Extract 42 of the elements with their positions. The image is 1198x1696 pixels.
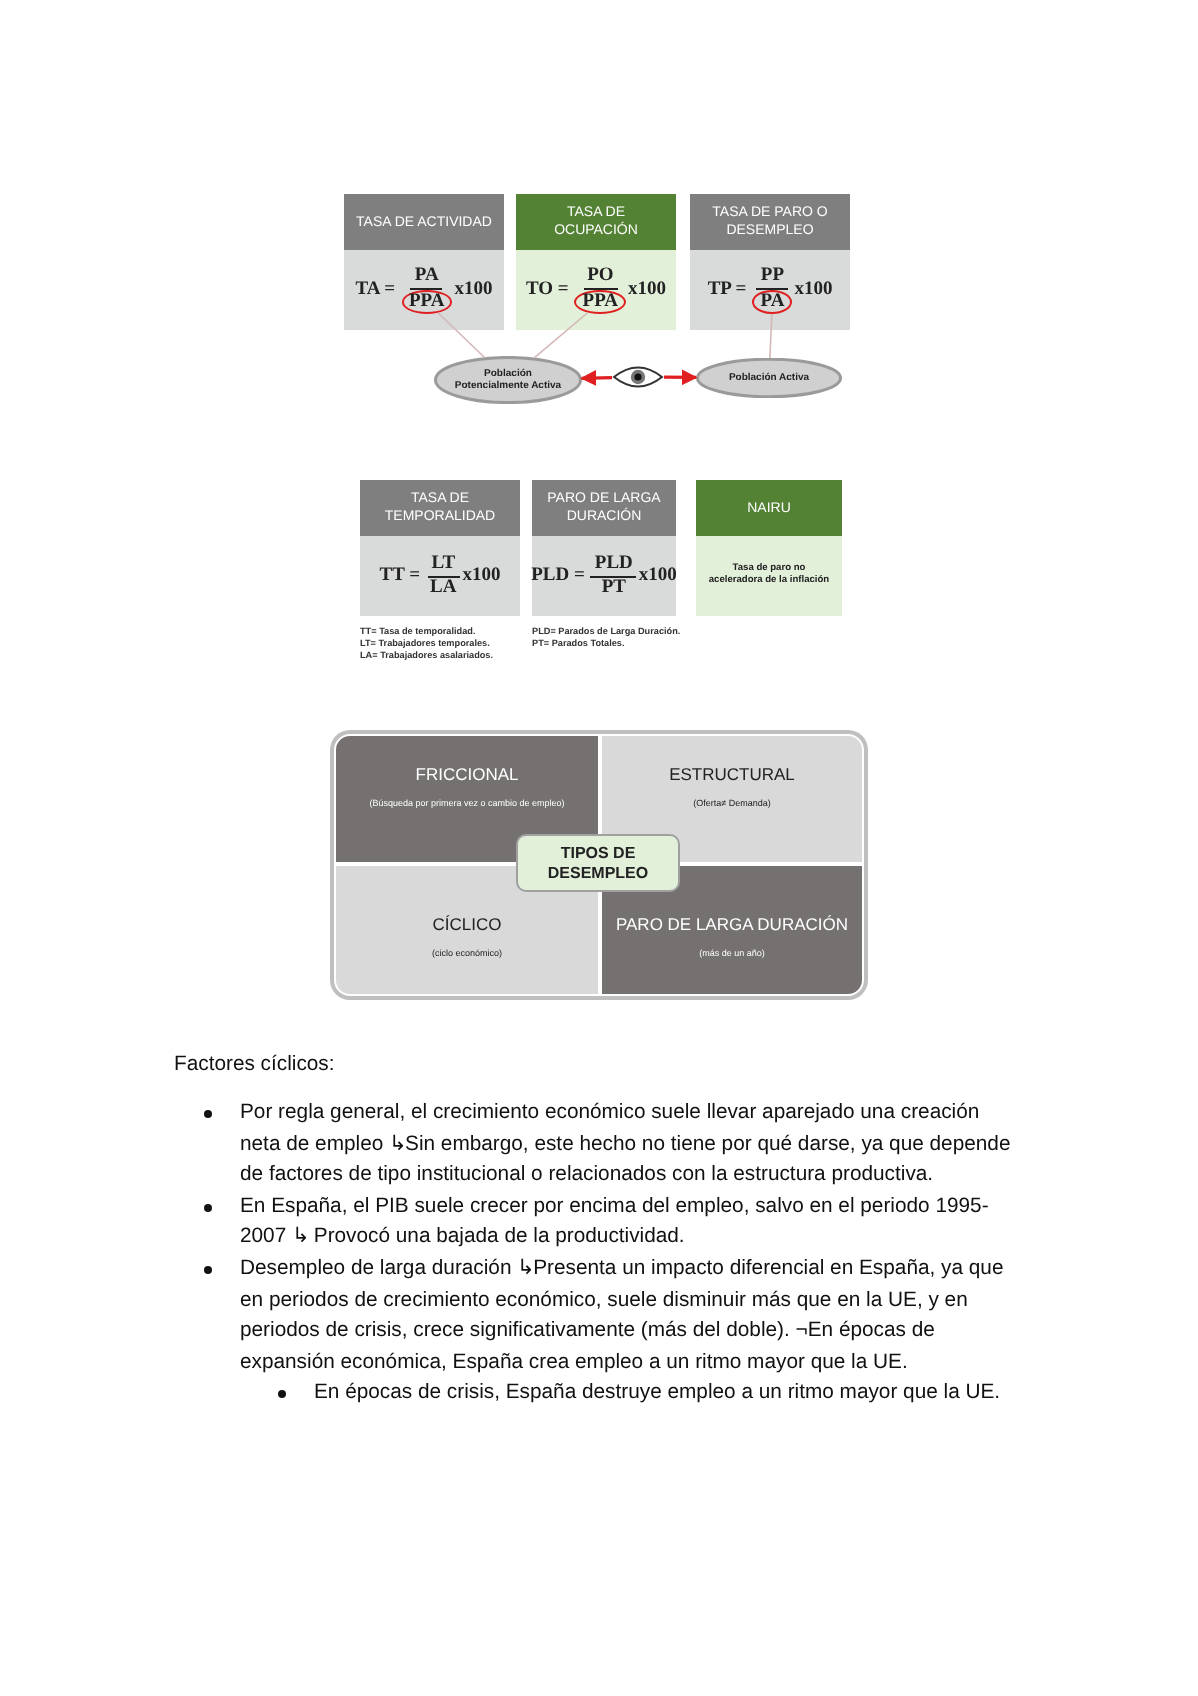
numerator: PA [410,266,443,290]
formula-text: x100 [462,566,501,586]
formula-text: PLD = [531,566,585,586]
formula-card [360,480,520,616]
formula-text: x100 [454,280,493,300]
section-heading: Factores cíclicos: [174,1052,335,1080]
circled-term: PA [752,290,793,314]
panel-title: ESTRUCTURAL [669,764,795,786]
leader-line [437,312,486,359]
denominator: PT [599,577,628,599]
leader-line [769,313,773,359]
numerator: LT [427,553,460,577]
circled-term: PPA [574,290,627,314]
formula-card [516,194,676,330]
formula-text: TA = [355,280,395,300]
formula-card [532,480,676,616]
bullet-text: Desempleo de larga duración ↳Presenta un impacto diferencial en España, ya que en periodos de crecimiento económico, suele disminuir más que en la UE, y en periodos de crisis, crece significativamente (más del doble). ¬En épocas de expansión económica, España crea empleo a un ritmo mayor que la UE. [240,1255,1006,1378]
formula-card [690,194,850,330]
center-label: TIPOS DE DESEMPLEO [516,834,680,892]
formula-text: x100 [628,280,667,300]
formula-text: x100 [794,280,833,300]
formula-text: x100 [638,566,677,586]
eye-icon [612,364,664,390]
panel-title: FRICCIONAL [415,764,519,786]
formula-text: TT = [379,566,421,586]
numerator: PLD [590,553,637,577]
arrow [664,369,698,386]
numerator: PP [756,266,788,290]
leader-line [533,311,589,359]
bullet-text: Por regla general, el crecimiento económico suele llevar aparejado una creación neta de empleo ↳Sin embargo, este hecho no tiene por qué darse, ya que depende de factores de tipo institucional o relacionados con la estructura productiva. [240,1100,1013,1191]
denominator: LA [428,577,459,599]
numerator: PO [583,266,618,290]
circled-term: PPA [401,290,453,314]
formula-text: TP = [707,280,747,300]
bullet-text: En épocas de crisis, España destruye empleo a un ritmo mayor que la UE. [314,1380,1003,1409]
formula-card [344,194,504,330]
panel-title: CÍCLICO [432,914,502,936]
formula-card [696,480,842,616]
bullet-text: En España, el PIB suele crecer por encima del empleo, salvo en el periodo 1995- 2007 ↳ Provocó una bajada de la productividad. [240,1193,991,1253]
panel-title: PARO DE LARGA DURACIÓN [615,914,849,936]
formula-text: TO = [525,280,569,300]
arrow [580,369,613,386]
